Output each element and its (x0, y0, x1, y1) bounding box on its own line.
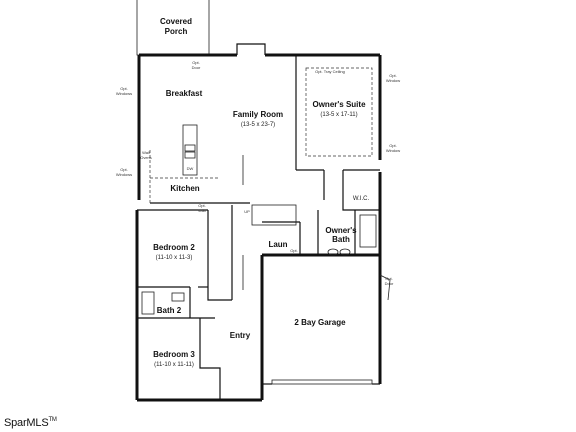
opt-door-porch-line1: Opt. (192, 60, 200, 65)
wall-ovens-line2: Ovens (140, 155, 152, 160)
owners-bath-label-line1: Owner's (325, 226, 357, 235)
opt-windows-kitchen-line1: Opt. (120, 167, 128, 172)
covered-porch-label-line2: Porch (165, 27, 188, 36)
opt-door-porch-line2: Door (192, 65, 201, 70)
tray-ceiling-label: Opt. Tray Ceiling (315, 69, 345, 74)
exterior-walls (135, 43, 382, 402)
owners-sink-1 (327, 248, 339, 256)
wic-label: W.I.C. (353, 196, 370, 202)
owners-suite-dims: (13-5 x 17-11) (320, 112, 357, 118)
kitchen-island: DW (182, 124, 198, 176)
opt-window-suite-side-line2: Window (386, 148, 400, 153)
tray-ceiling-outline (305, 67, 373, 157)
opt-window-suite-top-line1: Opt. (389, 73, 397, 78)
opt-windows-breakfast-line1: Opt. (120, 86, 128, 91)
stairs-up-label: UP (244, 209, 250, 214)
opt-window-suite-top-line2: Window (386, 78, 400, 83)
bedroom2-dims: (11-10 x 11-3) (156, 255, 193, 261)
kitchen-label: Kitchen (170, 184, 199, 193)
opt-wall-line1: Opt. (198, 203, 206, 208)
interior-walls (137, 55, 380, 400)
opt-wall-line2: Wall (198, 208, 206, 213)
wall-ovens-line1: Wall (142, 150, 150, 155)
owners-shower (359, 214, 377, 248)
watermark-trademark: TM (48, 417, 57, 423)
owners-bath-label-line2: Bath (332, 235, 350, 244)
dishwasher-label: DW (187, 166, 194, 171)
owners-suite-label: Owner's Suite (312, 100, 366, 109)
opt-door-garage-line1: Opt. (385, 276, 393, 281)
bedroom2-label: Bedroom 2 (153, 243, 195, 252)
watermark-text: SparMLS (4, 417, 49, 429)
opt-laundry-label: Opt. (290, 248, 298, 253)
opt-windows-kitchen-line2: Windows (116, 172, 132, 177)
bedroom3-label: Bedroom 3 (153, 350, 195, 359)
opt-windows-breakfast-line2: Windows (116, 91, 132, 96)
entry-label: Entry (230, 331, 251, 340)
laundry-label: Laun (268, 240, 287, 249)
bath2-tub (141, 291, 155, 315)
opt-door-garage-line2: Door (385, 281, 394, 286)
garage-label: 2 Bay Garage (294, 318, 346, 327)
bedroom3-dims: (11-10 x 11-11) (154, 362, 194, 368)
bath2-label: Bath 2 (157, 306, 182, 315)
covered-porch: Covered Porch (136, 0, 210, 56)
covered-porch-label-line1: Covered (160, 17, 192, 26)
garage-side-door (379, 274, 391, 301)
family-room-dims: (13-5 x 23-7) (241, 122, 275, 128)
opt-window-suite-side-line1: Opt. (389, 143, 397, 148)
owners-sink-2 (339, 248, 351, 256)
family-room-label: Family Room (233, 110, 283, 119)
bath2-vanity (171, 292, 185, 302)
breakfast-label: Breakfast (166, 89, 203, 98)
garage-door (271, 379, 373, 385)
watermark-logo: SparMLSTM (4, 417, 57, 429)
